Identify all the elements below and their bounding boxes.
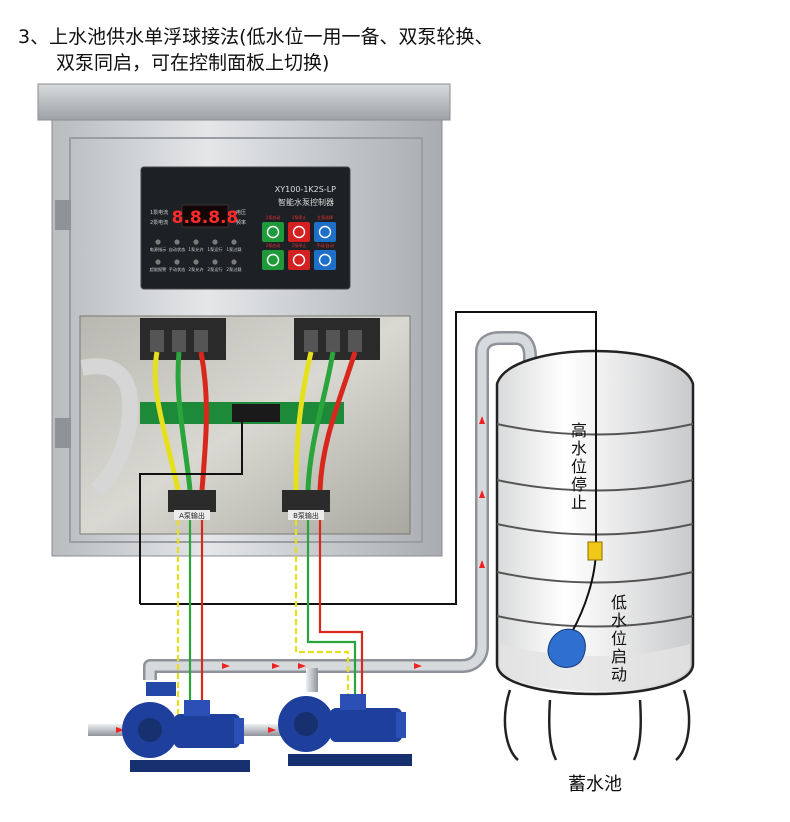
indicator-led: [231, 239, 237, 245]
label-char: 启: [611, 647, 627, 666]
ribbon-cable: [80, 358, 139, 497]
terminal-block-b: [282, 490, 330, 512]
control-panel: XY100-1K2S-LP 智能水泵控制器 8.8.8.8 1泵电流 2泵电流 …: [140, 166, 351, 290]
indicator-led: [155, 239, 161, 245]
label-char: 水: [611, 611, 627, 630]
pump1-stop-button[interactable]: [288, 222, 310, 242]
panel-model: XY100-1K2S-LP: [275, 185, 336, 194]
indicator-led: [231, 259, 237, 265]
float-signal-cable-left: [139, 420, 243, 604]
heading-line1: 3、上水池供水单浮球接法(低水位一用一备、双泵轮换、: [18, 26, 494, 48]
flow-arrows: [116, 416, 485, 733]
button-label: 1泵停止: [292, 214, 307, 220]
label-char: 止: [571, 493, 587, 512]
button-label: 2泵停止: [292, 242, 307, 248]
terminal-b-label: B泵输出: [293, 511, 319, 520]
label-char: 高: [571, 421, 587, 440]
power-icon: [318, 225, 332, 239]
led-display: [181, 204, 229, 228]
control-cabinet: [37, 83, 451, 557]
button-label: 2泵启动: [266, 242, 281, 248]
indicator-led: [212, 239, 218, 245]
button-label: 手动/自动: [316, 242, 333, 248]
pump2-start-button[interactable]: [262, 250, 284, 270]
label-char: 动: [611, 665, 627, 684]
indicator-label: 2泵过载: [226, 266, 242, 273]
power-icon: [292, 253, 306, 267]
indicator-label: 2泵允许: [188, 266, 203, 273]
label-char: 水: [571, 439, 587, 458]
indicator-led: [193, 259, 199, 265]
main-pump-select-button[interactable]: [314, 222, 336, 242]
button-label: 1泵启动: [266, 214, 281, 220]
water-level: [500, 644, 690, 691]
led-digits: 8.8.8.8: [172, 208, 239, 228]
output-terminals: A泵输出 B泵输出: [168, 490, 330, 520]
manual-auto-button[interactable]: [314, 250, 336, 270]
indicator-label: 电源指示: [150, 246, 167, 253]
indicator-led: [174, 239, 180, 245]
label-frequency: 频率: [236, 219, 246, 226]
button-label: 主泵选择: [317, 214, 333, 220]
label-pump2-current: 2泵电流: [150, 219, 168, 226]
hinge-bottom: [55, 418, 71, 448]
tank-name: 蓄水池: [568, 774, 622, 795]
indicator-label: 1泵过载: [226, 246, 242, 253]
indicator-led: [212, 259, 218, 265]
pump-b: [278, 694, 412, 766]
label-voltage: 电压: [236, 209, 246, 216]
label-pump1-current: 1泵电流: [150, 209, 168, 216]
label-char: 停: [571, 475, 587, 494]
signal-terminal-block: [232, 404, 280, 422]
power-icon: [318, 253, 332, 267]
indicator-label: 超限报警: [150, 266, 168, 273]
label-char: 位: [611, 629, 627, 648]
indicator-label: 手动状态: [169, 266, 186, 273]
indicator-led: [174, 259, 180, 265]
pump1-start-button[interactable]: [262, 222, 284, 242]
label-char: 位: [571, 457, 587, 476]
float-ball: [547, 628, 586, 668]
float-weight: [587, 541, 603, 561]
breakers: [140, 318, 380, 360]
power-icon: [266, 253, 280, 267]
indicator-led: [193, 239, 199, 245]
heading-line2: 双泵同启，可在控制面板上切换): [56, 52, 330, 74]
pump2-stop-button[interactable]: [288, 250, 310, 270]
indicator-label: 1泵运行: [207, 246, 222, 253]
float-signal-cable: [140, 311, 597, 633]
power-icon: [266, 225, 280, 239]
terminal-block-a: [168, 490, 216, 512]
indicator-label: 自动状态: [169, 246, 186, 253]
terminal-a-label: A泵输出: [179, 511, 205, 520]
label-char: 低: [611, 593, 627, 612]
panel-name: 智能水泵控制器: [278, 197, 334, 207]
pump-wires: [176, 520, 364, 716]
hinge-top: [55, 200, 71, 230]
indicator-label: 2泵运行: [207, 266, 222, 273]
pump-a: [122, 682, 250, 772]
indicator-led: [155, 259, 161, 265]
power-icon: [292, 225, 306, 239]
indicator-label: 1泵允许: [188, 246, 203, 253]
